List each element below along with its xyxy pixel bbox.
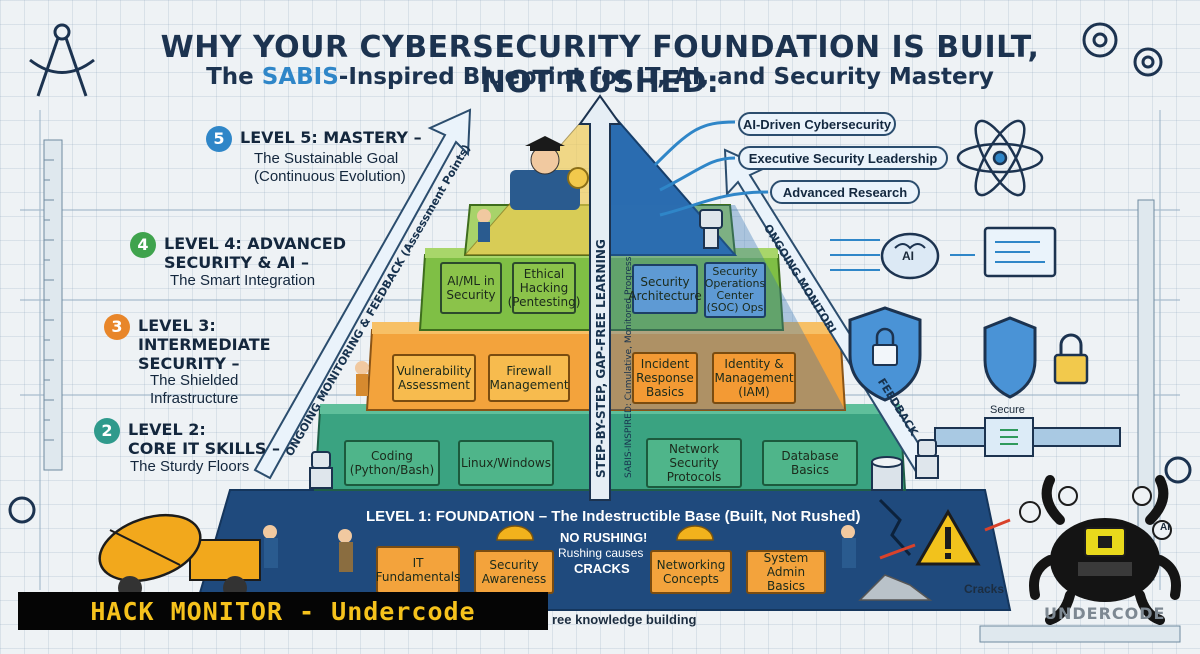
level-4-label: 4 LEVEL 4: ADVANCED SECURITY & AI – The …: [130, 232, 390, 302]
padlock-icon: [1053, 333, 1089, 385]
robot-icon: [309, 209, 939, 489]
outcome-ai-driven: AI-Driven Cybersecurity: [738, 112, 896, 136]
level-2-subtitle: The Sturdy Floors: [130, 458, 250, 475]
shield-icon: [983, 316, 1037, 399]
level-3-subtitle: The Shielded Infrastructure: [150, 372, 239, 407]
no-rushing-text: NO RUSHING!: [560, 530, 648, 545]
warning-icon: [915, 508, 981, 566]
title-line-2-post: -Inspired Blueprint for IT, AI, and Secu…: [338, 64, 994, 90]
title-accent: SABIS: [261, 64, 339, 90]
block-ethical-hacking: Ethical Hacking (Pentesting): [508, 262, 580, 314]
monitor-icon: [983, 226, 1057, 278]
level-4-number: 4: [130, 232, 156, 258]
cement-mixer-icon: [98, 514, 261, 600]
block-database-basics: Database Basics: [762, 440, 858, 486]
octopus-ai-label: AI: [1160, 522, 1170, 533]
block-networking-concepts: Networking Concepts: [650, 550, 732, 594]
brain-ai-label: AI: [902, 249, 914, 263]
watermark: UNDERCODE: [1044, 604, 1166, 623]
block-linux-windows: Linux/Windows: [458, 440, 554, 486]
cracks-text: CRACKS: [574, 561, 630, 576]
level-4-subtitle: The Smart Integration: [170, 272, 316, 289]
title-line-2: The SABIS-Inspired Blueprint for IT, AI,…: [120, 64, 1080, 90]
title-line-2-pre: The: [206, 64, 262, 90]
octopus-hacker-icon: [1029, 475, 1181, 625]
compass-icon: [29, 23, 95, 97]
brain-icon: [880, 232, 940, 280]
secure-label: Secure: [990, 404, 1025, 416]
shield-lock-icon: [848, 306, 922, 402]
block-security-awareness: Security Awareness: [474, 550, 554, 594]
ruler-left: [43, 139, 63, 471]
block-it-fundamentals: IT Fundamentals: [376, 546, 460, 594]
block-security-architecture: Security Architecture: [628, 264, 702, 314]
center-arrow-text: STEP-BY-STEP, GAP-FREE LEARNING: [594, 239, 608, 478]
level-5-heading: LEVEL 5: MASTERY –: [240, 128, 422, 147]
level-3-number: 3: [104, 314, 130, 340]
rushing-causes-text: Rushing causes: [558, 546, 644, 560]
block-network-security: Network Security Protocols: [646, 438, 742, 488]
outcome-executive-leadership: Executive Security Leadership: [738, 146, 948, 170]
gear-icon: [8, 22, 1192, 524]
level-2-label: 2 LEVEL 2: CORE IT SKILLS – The Sturdy F…: [94, 418, 294, 478]
level-3-label: 3 LEVEL 3: INTERMEDIATE SECURITY – The S…: [104, 314, 304, 407]
block-firewall-management: Firewall Management: [488, 354, 570, 402]
block-vulnerability-assessment: Vulnerability Assessment: [392, 354, 476, 402]
database-icon: [871, 456, 903, 491]
graduate-icon: [510, 136, 580, 210]
level-3-heading: LEVEL 3: INTERMEDIATE SECURITY –: [138, 316, 271, 373]
title-line-1: WHY YOUR CYBERSECURITY FOUNDATION IS BUI…: [160, 30, 1040, 100]
level-4-heading: LEVEL 4: ADVANCED SECURITY & AI –: [164, 234, 346, 272]
outcome-advanced-research: Advanced Research: [770, 180, 920, 204]
knowledge-building-text: ree knowledge building: [552, 612, 697, 627]
block-coding: Coding (Python/Bash): [344, 440, 440, 486]
level-5-label: 5 LEVEL 5: MASTERY – The Sustainable Goa…: [206, 126, 466, 196]
level-5-subtitle: The Sustainable Goal (Continuous Evoluti…: [254, 150, 406, 185]
level-5-number: 5: [206, 126, 232, 152]
level-2-heading: LEVEL 2: CORE IT SKILLS –: [128, 420, 280, 458]
cracks-label: Cracks: [964, 582, 1005, 596]
center-arrow-subtext: SABIS-INSPIRED: Cumulative, Monitored Pr…: [624, 256, 634, 478]
level-2-number: 2: [94, 418, 120, 444]
foundation-label: LEVEL 1: FOUNDATION – The Indestructible…: [366, 508, 861, 525]
left-feedback-arrow: [253, 108, 472, 480]
block-incident-response: Incident Response Basics: [632, 352, 698, 404]
block-soc-ops: Security Operations Center (SOC) Ops: [704, 262, 766, 318]
block-ai-ml-security: AI/ML in Security: [440, 262, 502, 314]
block-iam: Identity & Management (IAM): [712, 352, 796, 404]
block-system-admin-basics: System Admin Basics: [746, 550, 826, 594]
atom-icon: [956, 119, 1044, 197]
worker-icons: [263, 209, 856, 572]
hack-monitor-banner: HACK MONITOR - Undercode: [18, 592, 548, 630]
